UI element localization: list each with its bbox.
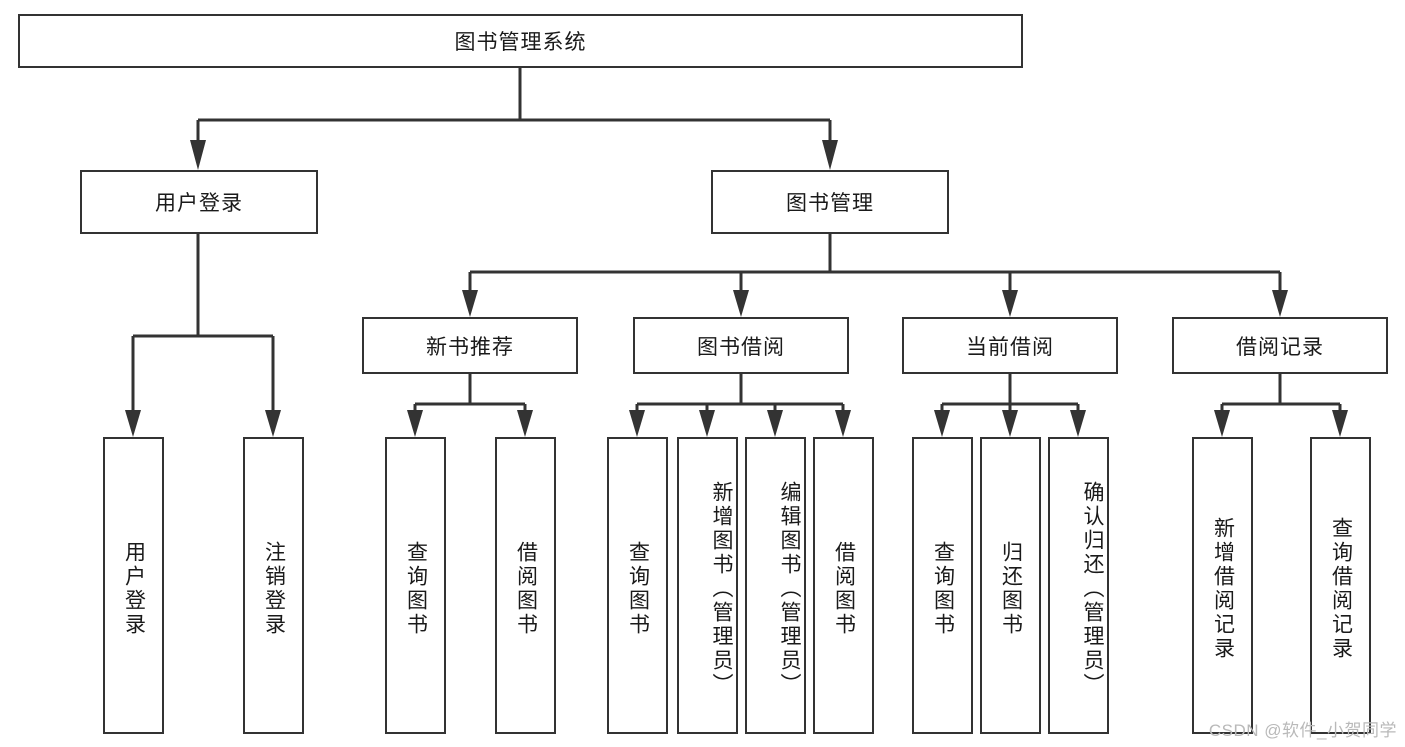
leaf-return-book[interactable]: 归还图书 bbox=[980, 437, 1041, 734]
node-label: 图书管理 bbox=[786, 192, 874, 215]
node-user-login[interactable]: 用户登录 bbox=[80, 170, 318, 234]
leaf-borrow-book-recommend[interactable]: 借阅图书 bbox=[495, 437, 556, 734]
node-current-borrow[interactable]: 当前借阅 bbox=[902, 317, 1118, 374]
node-label: 当前借阅 bbox=[966, 335, 1054, 359]
node-label: 注销登录 bbox=[262, 540, 286, 637]
node-label: 查询图书 bbox=[626, 540, 650, 637]
leaf-confirm-return-admin[interactable]: 确认归还（管理员） bbox=[1048, 437, 1109, 734]
leaf-query-book-recommend[interactable]: 查询图书 bbox=[385, 437, 446, 734]
leaf-borrow-book[interactable]: 借阅图书 bbox=[813, 437, 874, 734]
leaf-add-borrow-record[interactable]: 新增借阅记录 bbox=[1192, 437, 1253, 734]
node-label: 确认归还（管理员） bbox=[1081, 480, 1104, 697]
node-new-book-recommend[interactable]: 新书推荐 bbox=[362, 317, 578, 374]
leaf-add-book-admin[interactable]: 新增图书（管理员） bbox=[677, 437, 738, 734]
leaf-logout[interactable]: 注销登录 bbox=[243, 437, 304, 734]
node-label: 编辑图书（管理员） bbox=[778, 480, 801, 697]
node-label: 新增图书（管理员） bbox=[710, 480, 733, 697]
watermark: CSDN @软件_小贺同学 bbox=[1208, 721, 1397, 740]
node-label: 查询借阅记录 bbox=[1329, 516, 1353, 661]
node-label: 图书管理系统 bbox=[454, 31, 587, 54]
leaf-user-login[interactable]: 用户登录 bbox=[103, 437, 164, 734]
node-label: 图书借阅 bbox=[697, 335, 785, 359]
node-label: 用户登录 bbox=[122, 540, 146, 637]
node-label: 用户登录 bbox=[155, 192, 243, 215]
node-label: 新增借阅记录 bbox=[1211, 516, 1235, 661]
leaf-edit-book-admin[interactable]: 编辑图书（管理员） bbox=[745, 437, 806, 734]
leaf-query-book-borrow[interactable]: 查询图书 bbox=[607, 437, 668, 734]
node-label: 新书推荐 bbox=[426, 335, 514, 359]
leaf-query-book-current[interactable]: 查询图书 bbox=[912, 437, 973, 734]
node-book-borrow[interactable]: 图书借阅 bbox=[633, 317, 849, 374]
node-book-management[interactable]: 图书管理 bbox=[711, 170, 949, 234]
node-label: 查询图书 bbox=[931, 540, 955, 637]
node-label: 查询图书 bbox=[404, 540, 428, 637]
leaf-query-borrow-record[interactable]: 查询借阅记录 bbox=[1310, 437, 1371, 734]
node-label: 借阅记录 bbox=[1236, 335, 1324, 359]
node-label: 归还图书 bbox=[999, 540, 1023, 637]
node-root-book-management-system[interactable]: 图书管理系统 bbox=[18, 14, 1023, 68]
node-label: 借阅图书 bbox=[514, 540, 538, 637]
node-label: 借阅图书 bbox=[832, 540, 856, 637]
node-borrow-record[interactable]: 借阅记录 bbox=[1172, 317, 1388, 374]
